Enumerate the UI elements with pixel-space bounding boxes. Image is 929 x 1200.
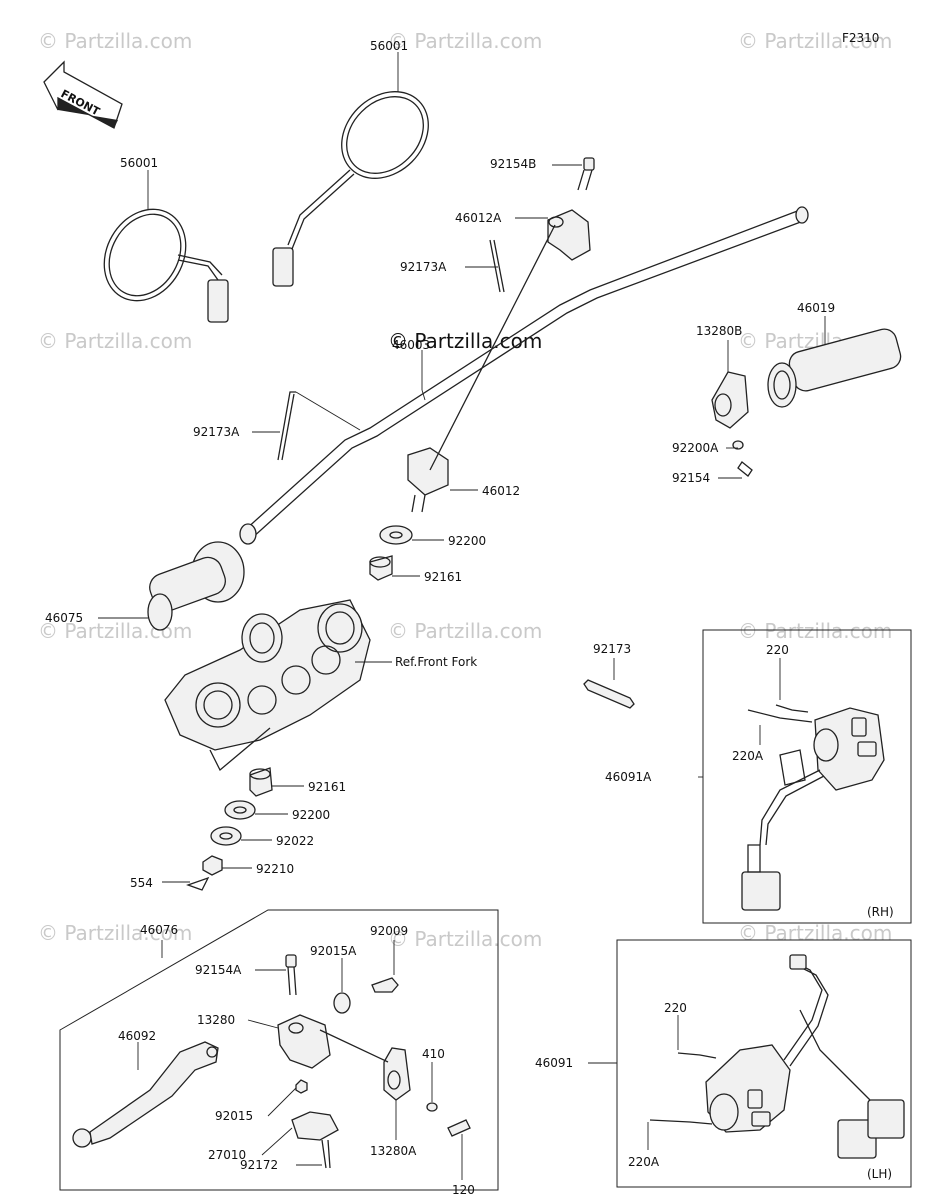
lever-holder-drawing (277, 954, 399, 1094)
lever-drawing (72, 1041, 219, 1148)
callout-washer-92022: 92022 (276, 834, 314, 848)
right-grip-drawing (767, 328, 902, 408)
watermark: © Partzilla.com (738, 619, 892, 643)
lever-assy-box (59, 909, 499, 1191)
callout-mirror-left: 56001 (120, 156, 158, 170)
callout-washer-410: 410 (422, 1047, 445, 1061)
callout-bolt-92154b: 92154B (490, 157, 536, 171)
callout-screw-220a-lh: 220A (628, 1155, 660, 1169)
watermark: © Partzilla.com (38, 921, 192, 945)
callout-grip-left: 46075 (45, 611, 83, 625)
callout-holder-46012a: 46012A (455, 211, 502, 225)
lower-holder-drawing (407, 224, 556, 513)
callout-grip-right: 46019 (797, 301, 835, 315)
callout-washer-92200-bottom: 92200 (292, 808, 330, 822)
rh-switch-drawing (741, 704, 885, 911)
callout-nut-92015: 92015 (215, 1109, 253, 1123)
bottom-washer-stack-drawing (186, 767, 273, 891)
front-arrow-icon: FRONT (43, 60, 123, 129)
mirror-right-drawing (272, 91, 429, 287)
left-clamp-drawing (277, 391, 296, 461)
callout-lever-assy: 46076 (140, 923, 178, 937)
callout-clamp-13280a: 13280A (370, 1144, 417, 1158)
callout-switch-27010: 27010 (208, 1148, 246, 1162)
callout-pin-554: 554 (130, 876, 153, 890)
top-washer-stack-drawing (369, 525, 413, 581)
watermark: © Partzilla.com (388, 619, 542, 643)
callout-clamp-92173a-top: 92173A (400, 260, 447, 274)
callout-bushing-92161-bottom: 92161 (308, 780, 346, 794)
callout-holder-13280: 13280 (197, 1013, 235, 1027)
callout-clamp-13280b: 13280B (696, 324, 742, 338)
callout-switch-lh: 46091 (535, 1056, 573, 1070)
callout-handlebar: 46003 (392, 338, 430, 352)
leader-lines (98, 52, 826, 1180)
watermark: © Partzilla.com (738, 921, 892, 945)
callout-mirror-right: 56001 (370, 39, 408, 53)
callout-switch-rh: 46091A (605, 770, 652, 784)
throttle-clamp-drawing (711, 371, 753, 477)
callout-screw-92009: 92009 (370, 924, 408, 938)
lh-switch-drawing (649, 954, 905, 1159)
watermark: © Partzilla.com (38, 29, 192, 53)
watermark: © Partzilla.com (38, 329, 192, 353)
rh-switch-box (702, 629, 912, 924)
mirror-left-drawing (103, 208, 229, 323)
callout-washer-92200-top: 92200 (448, 534, 486, 548)
callout-bushing-92161-top: 92161 (424, 570, 462, 584)
callout-washer-92015a: 92015A (310, 944, 357, 958)
callout-bolt-92154: 92154 (672, 471, 710, 485)
callout-holder-46012: 46012 (482, 484, 520, 498)
callout-screw-92172: 92172 (240, 1158, 278, 1172)
upper-holder-drawing (489, 157, 595, 293)
callout-lever-46092: 46092 (118, 1029, 156, 1043)
callout-labels: 56001 56001 92154B 46012A 92173A 46003 9… (45, 39, 894, 1197)
watermark: © Partzilla.com (738, 29, 892, 53)
lever-switch-drawing (291, 1111, 339, 1169)
callout-nut-92210: 92210 (256, 862, 294, 876)
callout-bolt-120: 120 (452, 1183, 475, 1197)
callout-screw-220-rh: 220 (766, 643, 789, 657)
callout-washer-92200a: 92200A (672, 441, 719, 455)
callout-bolt-92154a: 92154A (195, 963, 242, 977)
callout-screw-220-lh: 220 (664, 1001, 687, 1015)
callout-clamp-92173a-left: 92173A (193, 425, 240, 439)
band-drawing (583, 679, 635, 709)
lh-tag: (LH) (867, 1167, 892, 1181)
callout-band-92173: 92173 (593, 642, 631, 656)
figure-code: F2310 (842, 31, 879, 45)
watermark: © Partzilla.com (388, 927, 542, 951)
callout-ref-front-fork: Ref.Front Fork (395, 655, 477, 669)
callout-screw-220a-rh: 220A (732, 749, 764, 763)
handlebar-drawing (239, 206, 809, 545)
lh-switch-box (616, 939, 912, 1188)
lever-clamp-drawing (319, 1029, 471, 1137)
rh-tag: (RH) (867, 905, 894, 919)
watermark: © Partzilla.com (388, 29, 542, 53)
left-grip-drawing (147, 541, 245, 631)
triple-clamp-drawing (164, 599, 371, 772)
